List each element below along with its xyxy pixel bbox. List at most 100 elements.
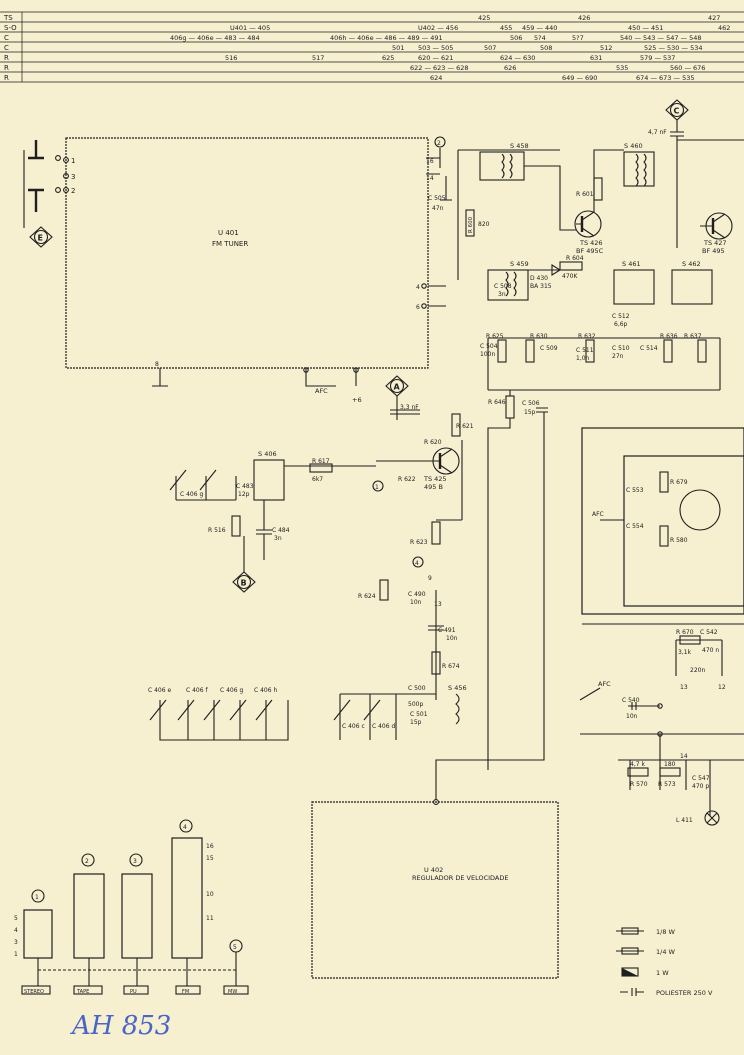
bank-pin-1: 1 xyxy=(14,951,18,958)
c483-label: C 483 xyxy=(236,483,254,490)
bank-pin-5: 5 xyxy=(14,915,18,922)
r2-c: 535 xyxy=(616,64,628,72)
switch-2-number: 2 xyxy=(85,858,89,865)
c1-d: 5?4 xyxy=(534,34,546,42)
c508-label: C 508 xyxy=(494,283,512,290)
r674-label: R 674 xyxy=(442,663,460,670)
r1-d: 620 — 621 xyxy=(418,54,453,62)
c1-b: 406h — 406e — 486 — 489 — 491 xyxy=(330,34,443,42)
afc-label-2: AFC xyxy=(598,680,611,688)
r670-value: 3,1k xyxy=(678,649,692,656)
switch-3: 3 PU xyxy=(121,853,153,995)
pin-17: 9 xyxy=(428,575,432,582)
r625-label: R 625 xyxy=(486,333,504,340)
bank-pin-3: 3 xyxy=(14,939,18,946)
s456-label: S 456 xyxy=(448,684,467,692)
ts427-ref: TS 427 xyxy=(703,239,727,247)
switch-label-fm: FM xyxy=(182,989,189,995)
switch-1: 1 STEREO xyxy=(21,889,53,995)
c406f-label: C 406 f xyxy=(186,687,208,694)
r3-a: 624 xyxy=(430,74,442,82)
row-label-r3: R xyxy=(4,74,9,82)
u401-name: FM TUNER xyxy=(212,240,248,248)
c505-label: C 505 xyxy=(428,195,446,202)
c547-label: C 547 xyxy=(692,775,710,782)
pin-12: 12 xyxy=(718,684,726,691)
legend-1-8w: 1/8 W xyxy=(656,928,676,936)
u401-ref: U 401 xyxy=(218,229,239,237)
pin-3: 3 xyxy=(71,173,75,181)
r679-label: R 679 xyxy=(670,479,688,486)
s459-label: S 459 xyxy=(510,260,529,268)
r620-label: R 620 xyxy=(424,439,442,446)
ts426-type: BF 495C xyxy=(576,247,604,255)
so-f: 462 xyxy=(718,24,730,32)
test-point-1: 1 xyxy=(375,484,379,491)
marker-b-label: B xyxy=(241,579,247,588)
switch-label-mw: MW xyxy=(228,989,237,995)
c501-value: 15p xyxy=(410,719,422,726)
r570-value: 4,7 k xyxy=(630,761,645,768)
l411-label: L 411 xyxy=(676,817,693,824)
c553-label: C 553 xyxy=(626,487,644,494)
r2-b: 626 xyxy=(504,64,516,72)
pin-16: 16 xyxy=(426,158,434,165)
u402-ref: U 402 xyxy=(424,866,443,874)
c508-value: 3n xyxy=(498,291,506,298)
resistor-legend: 1/8 W 1/4 W 1 W POLIESTER 250 V xyxy=(616,927,713,997)
bank-pin-4: 4 xyxy=(14,927,18,934)
afc-label: AFC xyxy=(315,387,328,395)
ts427-type: BF 495 xyxy=(702,247,725,255)
switch-1-number: 1 xyxy=(35,894,39,901)
c1-a: 406g — 406e — 483 — 484 xyxy=(170,34,260,42)
trimmer-bank: C 406 e C 406 f C 406 g C 406 h xyxy=(148,687,289,741)
c483-value: 12p xyxy=(238,491,250,498)
am-oscillator: R 623 4 9 R 624 C 490 10n 13 C 491 10n R… xyxy=(333,440,467,740)
marker-e: E xyxy=(29,226,53,248)
input-switch: 1 3 2 xyxy=(23,140,75,228)
switch-5: 5 MW xyxy=(223,939,249,995)
r621-label: R 621 xyxy=(456,423,474,430)
so-e: 450 — 451 xyxy=(628,24,663,32)
switch-5-number: 5 xyxy=(233,944,237,951)
c491-label: C 491 xyxy=(438,627,456,634)
r3-c: 674 — 673 — 535 xyxy=(636,74,694,82)
s458-label: S 458 xyxy=(510,142,529,150)
r646-label: R 646 xyxy=(488,399,506,406)
c500-value: 500p xyxy=(408,701,423,708)
switch-4-number: 4 xyxy=(183,824,187,831)
r600-value: 820 xyxy=(478,221,490,228)
bank-pin-15: 15 xyxy=(206,855,214,862)
r1-c: 625 xyxy=(382,54,394,62)
r632-label: R 632 xyxy=(578,333,596,340)
ts-427: 427 xyxy=(708,14,720,22)
bank-pin-10: 10 xyxy=(206,891,214,898)
r573-value: 180 xyxy=(664,761,676,768)
so-c: 455 xyxy=(500,24,512,32)
row-label-c1: C xyxy=(4,34,9,42)
c510-value: 27n xyxy=(612,353,624,360)
row-label-r2: R xyxy=(4,64,9,72)
c542-value: 470 n xyxy=(702,647,719,654)
pin-14: 14 xyxy=(426,175,434,182)
c2-c: 507 xyxy=(484,44,496,52)
c505-value: 47n xyxy=(432,205,444,212)
row-label-r1: R xyxy=(4,54,9,62)
ts425-ref: TS 425 xyxy=(423,475,447,483)
legend-poliester: POLIESTER 250 V xyxy=(656,989,713,997)
r623-label: R 623 xyxy=(410,539,428,546)
s462-label: S 462 xyxy=(682,260,701,268)
c509-label: C 509 xyxy=(540,345,558,352)
audio-stage: R 670 3,1k C 542 470 n 220n 13 12 AFC C … xyxy=(579,623,744,826)
c1-c: 506 xyxy=(510,34,522,42)
u401-pin-8: 8 xyxy=(155,361,159,368)
c2-e: 512 xyxy=(600,44,612,52)
c540-value: 10n xyxy=(626,713,638,720)
if-stage: 2 16 14 C 505 47n R 600 820 S 458 TS 426… xyxy=(426,99,744,280)
marker-a-label: A xyxy=(394,383,401,392)
c540-label: C 540 xyxy=(622,697,640,704)
pin-13: 13 xyxy=(434,601,442,608)
ts425-type: 495 B xyxy=(424,483,443,491)
marker-e-label: E xyxy=(38,234,43,243)
